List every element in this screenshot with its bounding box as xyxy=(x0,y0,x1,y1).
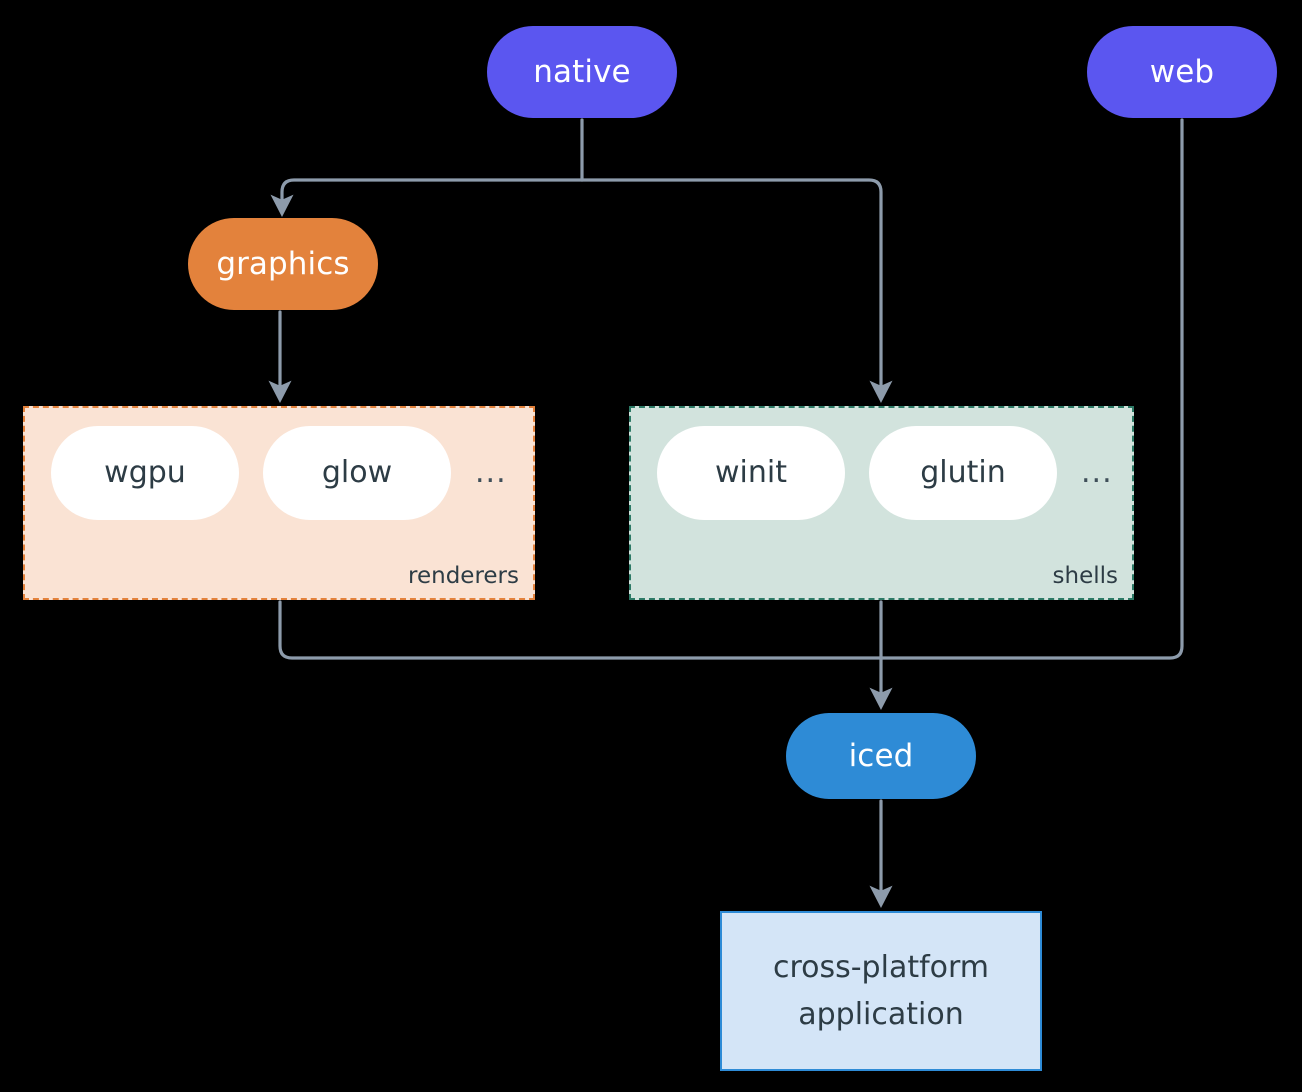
node-web[interactable]: web xyxy=(1087,26,1277,118)
leaf-winit[interactable]: winit xyxy=(657,426,845,520)
shells-ellipsis: ... xyxy=(1081,455,1113,490)
leaf-wgpu-label: wgpu xyxy=(104,455,186,490)
node-native[interactable]: native xyxy=(487,26,677,118)
group-renderers-caption: renderers xyxy=(408,563,519,589)
node-application[interactable]: cross-platform application xyxy=(720,911,1042,1071)
node-graphics[interactable]: graphics xyxy=(188,218,378,310)
leaf-glow-label: glow xyxy=(321,455,393,490)
leaf-wgpu[interactable]: wgpu xyxy=(51,426,239,520)
renderers-ellipsis: ... xyxy=(475,455,507,490)
edge-renderers-to-iced xyxy=(278,600,883,660)
edge-web-to-iced xyxy=(879,118,1184,660)
node-application-line1: cross-platform xyxy=(772,949,990,985)
group-shells-caption: shells xyxy=(1052,563,1118,589)
node-application-line2: application xyxy=(798,997,964,1032)
node-graphics-label: graphics xyxy=(216,245,350,282)
node-iced-label: iced xyxy=(848,737,914,774)
leaf-winit-label: winit xyxy=(715,455,787,490)
leaf-glutin-label: glutin xyxy=(920,455,1006,490)
node-native-label: native xyxy=(533,53,631,90)
group-shells-items: winit glutin ... xyxy=(631,424,1132,522)
group-renderers-items: wgpu glow ... xyxy=(25,424,533,522)
node-iced[interactable]: iced xyxy=(786,713,976,799)
leaf-glow[interactable]: glow xyxy=(263,426,451,520)
edge-native-to-graphics xyxy=(270,178,584,218)
leaf-glutin[interactable]: glutin xyxy=(869,426,1057,520)
group-shells[interactable]: winit glutin ... shells xyxy=(629,406,1134,600)
edge-native-to-shells xyxy=(580,178,893,404)
group-renderers[interactable]: wgpu glow ... renderers xyxy=(23,406,535,600)
node-web-label: web xyxy=(1149,53,1215,90)
